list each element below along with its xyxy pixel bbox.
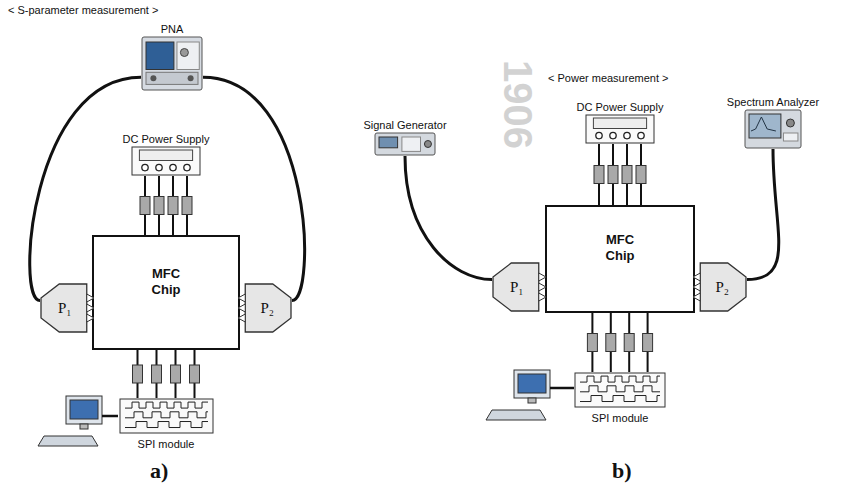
watermark: 1906: [495, 60, 540, 149]
cable: [594, 144, 646, 214]
mfc-chip: MFC Chip: [545, 205, 695, 313]
dc-wire-bundle: [592, 313, 647, 372]
node-label: Spectrum Analyzer: [725, 95, 822, 109]
dc-plug: [171, 365, 181, 383]
coax-cable: [747, 149, 779, 280]
node-label: P₁: [510, 278, 524, 296]
dc-plug: [133, 365, 143, 383]
instrument-drawing: [744, 109, 802, 149]
spi-module-icon: [119, 398, 214, 434]
panel-title: < Power measurement >: [548, 72, 668, 84]
dc-plug: [624, 334, 634, 352]
dc-power-supply: DC Power Supply: [121, 132, 212, 176]
dc-plug: [190, 365, 200, 383]
panel-label: a): [150, 458, 168, 484]
cable: [405, 156, 492, 280]
node-label: DC Power Supply: [121, 132, 212, 146]
node-label: P₂: [715, 278, 729, 296]
computer-b: [486, 370, 550, 420]
node-label: MFC Chip: [136, 266, 196, 298]
instrument-drawing: [141, 36, 203, 91]
mfc-chip: MFC Chip: [92, 235, 240, 350]
node-label: Signal Generator: [361, 118, 449, 132]
rf-probe: P₁: [40, 283, 95, 333]
dc-plug: [608, 166, 618, 184]
coax-cable: [405, 156, 492, 280]
dc-power-supply: DC Power Supply: [575, 100, 666, 144]
dc-power-supply-icon: [131, 146, 201, 176]
dc-plug: [643, 334, 653, 352]
dc-plug: [140, 197, 150, 215]
spi-module: SPI module: [572, 372, 668, 425]
node-label: PNA: [139, 22, 205, 36]
dc-plug: [606, 334, 616, 352]
rf-probe: P₁: [492, 262, 547, 312]
dc-plug: [636, 166, 646, 184]
signal-generator-icon: [374, 132, 436, 156]
signal-generator: Signal Generator: [361, 118, 449, 156]
dc-wire-bundle: [599, 144, 641, 205]
instrument-drawing: [574, 372, 666, 408]
dc-plug: [182, 197, 192, 215]
network-analyzer: PNA: [139, 22, 205, 91]
instrument-drawing: [131, 146, 201, 176]
panel-label: b): [612, 458, 632, 484]
dc-power-supply-icon: [585, 114, 655, 144]
dc-plug: [594, 166, 604, 184]
node-label: P₂: [260, 299, 274, 317]
cable: [747, 149, 779, 280]
usb-cable: [550, 387, 574, 390]
spectrum-analyzer: Spectrum Analyzer: [725, 95, 822, 149]
instrument-drawing: [585, 114, 655, 144]
spi-module-icon: [574, 372, 666, 408]
cable: [140, 176, 192, 244]
usb-cable: [102, 415, 118, 418]
dc-wire-bundle: [138, 350, 195, 398]
dc-wire-bundle: [145, 176, 187, 235]
computer-a: [38, 396, 102, 446]
network-analyzer-icon: [141, 36, 203, 91]
dc-plug: [154, 197, 164, 215]
dc-plug: [168, 197, 178, 215]
panel-title: < S-parameter measurement >: [8, 4, 158, 16]
dc-plug: [587, 334, 597, 352]
node-label: P₁: [58, 299, 72, 317]
spi-module: SPI module: [117, 398, 216, 451]
dc-plug: [152, 365, 162, 383]
node-label: SPI module: [117, 437, 216, 451]
instrument-drawing: [374, 132, 436, 156]
node-label: MFC Chip: [590, 232, 650, 264]
instrument-drawing: [119, 398, 214, 434]
spectrum-analyzer-icon: [744, 109, 802, 149]
node-label: SPI module: [572, 411, 668, 425]
dc-plug: [622, 166, 632, 184]
rf-probe: P₂: [237, 283, 292, 333]
rf-probe: P₂: [692, 262, 747, 312]
node-label: DC Power Supply: [575, 100, 666, 114]
cable: [587, 304, 652, 372]
